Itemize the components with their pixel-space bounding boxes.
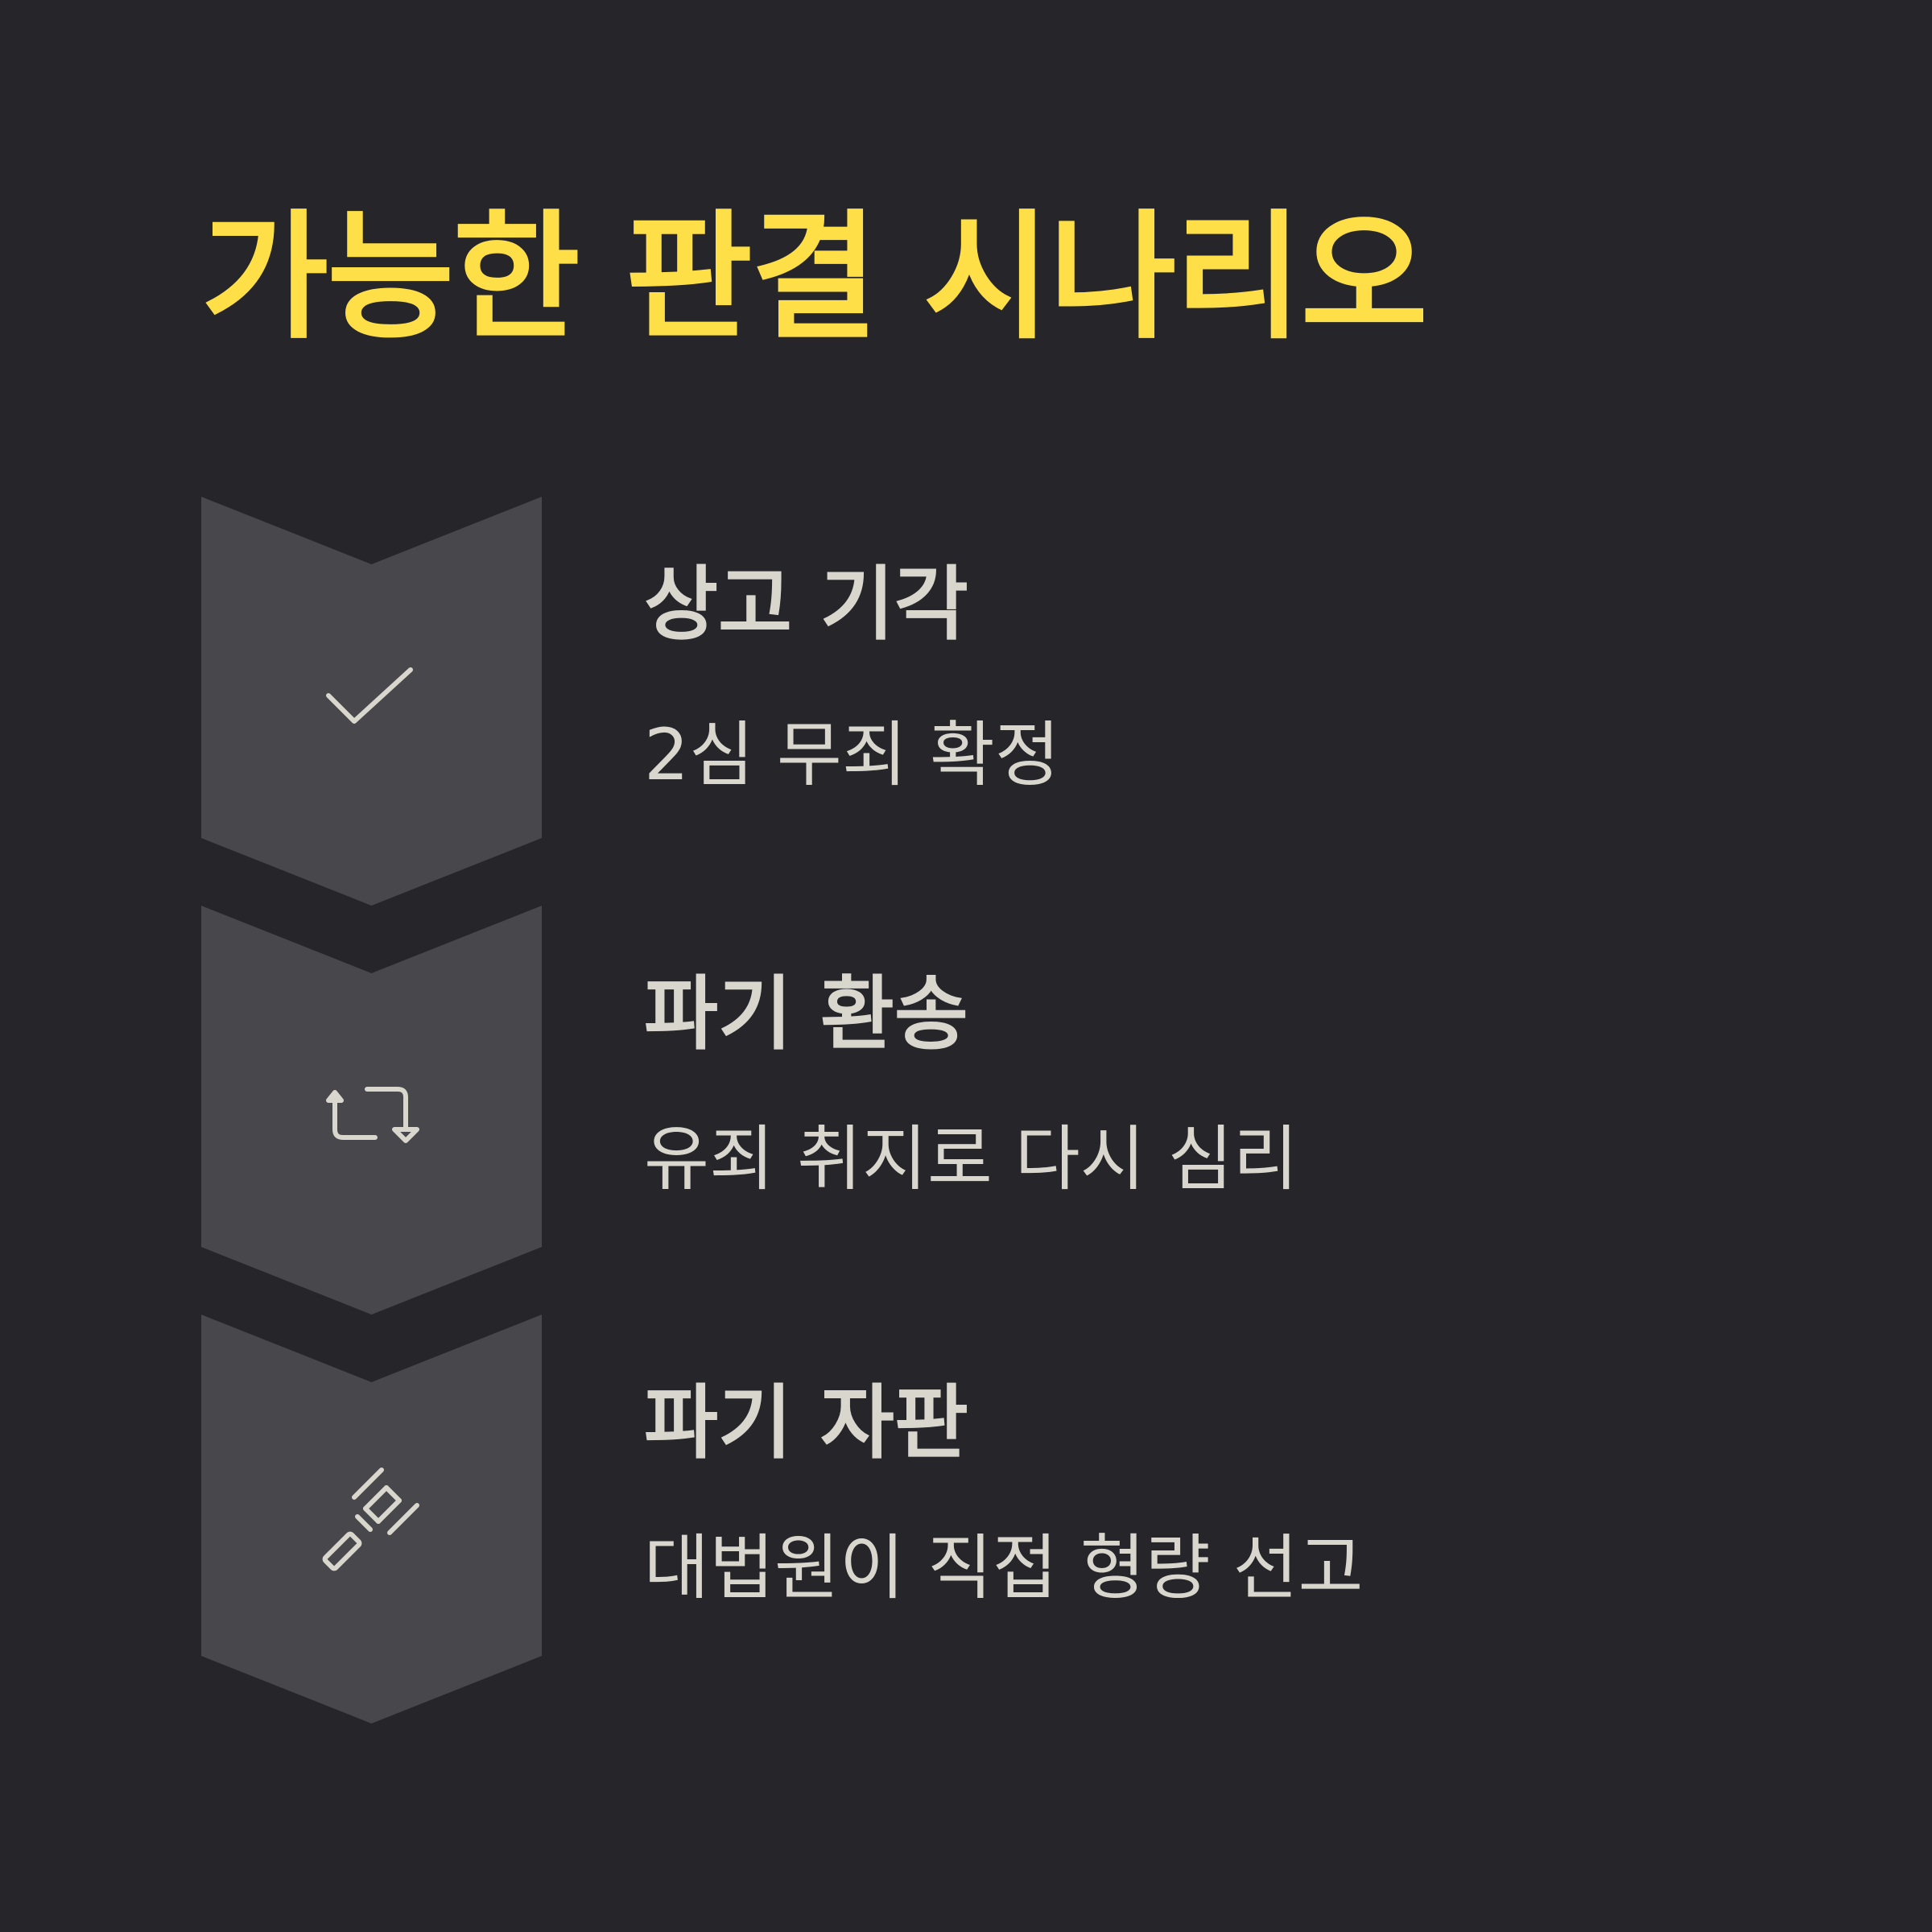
step-2-chevron [201, 906, 542, 1315]
step-2-description: 유죄 취지로 다시 심리 [644, 1117, 1298, 1200]
gavel-icon [322, 1468, 419, 1571]
step-2-title: 파기 환송 [644, 967, 968, 1061]
step-3-description: 대법원이 직접 형량 선고 [644, 1526, 1364, 1609]
checkmark-icon [326, 667, 413, 724]
repeat-arrows-icon [326, 1087, 419, 1143]
step-1-chevron [201, 497, 542, 906]
chevron-shape [201, 1315, 542, 1724]
step-3-title: 파기 자판 [644, 1376, 968, 1470]
step-1-title: 상고 기각 [644, 557, 968, 651]
page-title: 가능한 판결 시나리오 [201, 196, 1428, 358]
chevron-shape [201, 497, 542, 906]
step-3-chevron [201, 1315, 542, 1724]
chevron-shape [201, 906, 542, 1315]
step-1-description: 2심 무죄 확정 [644, 713, 1060, 796]
